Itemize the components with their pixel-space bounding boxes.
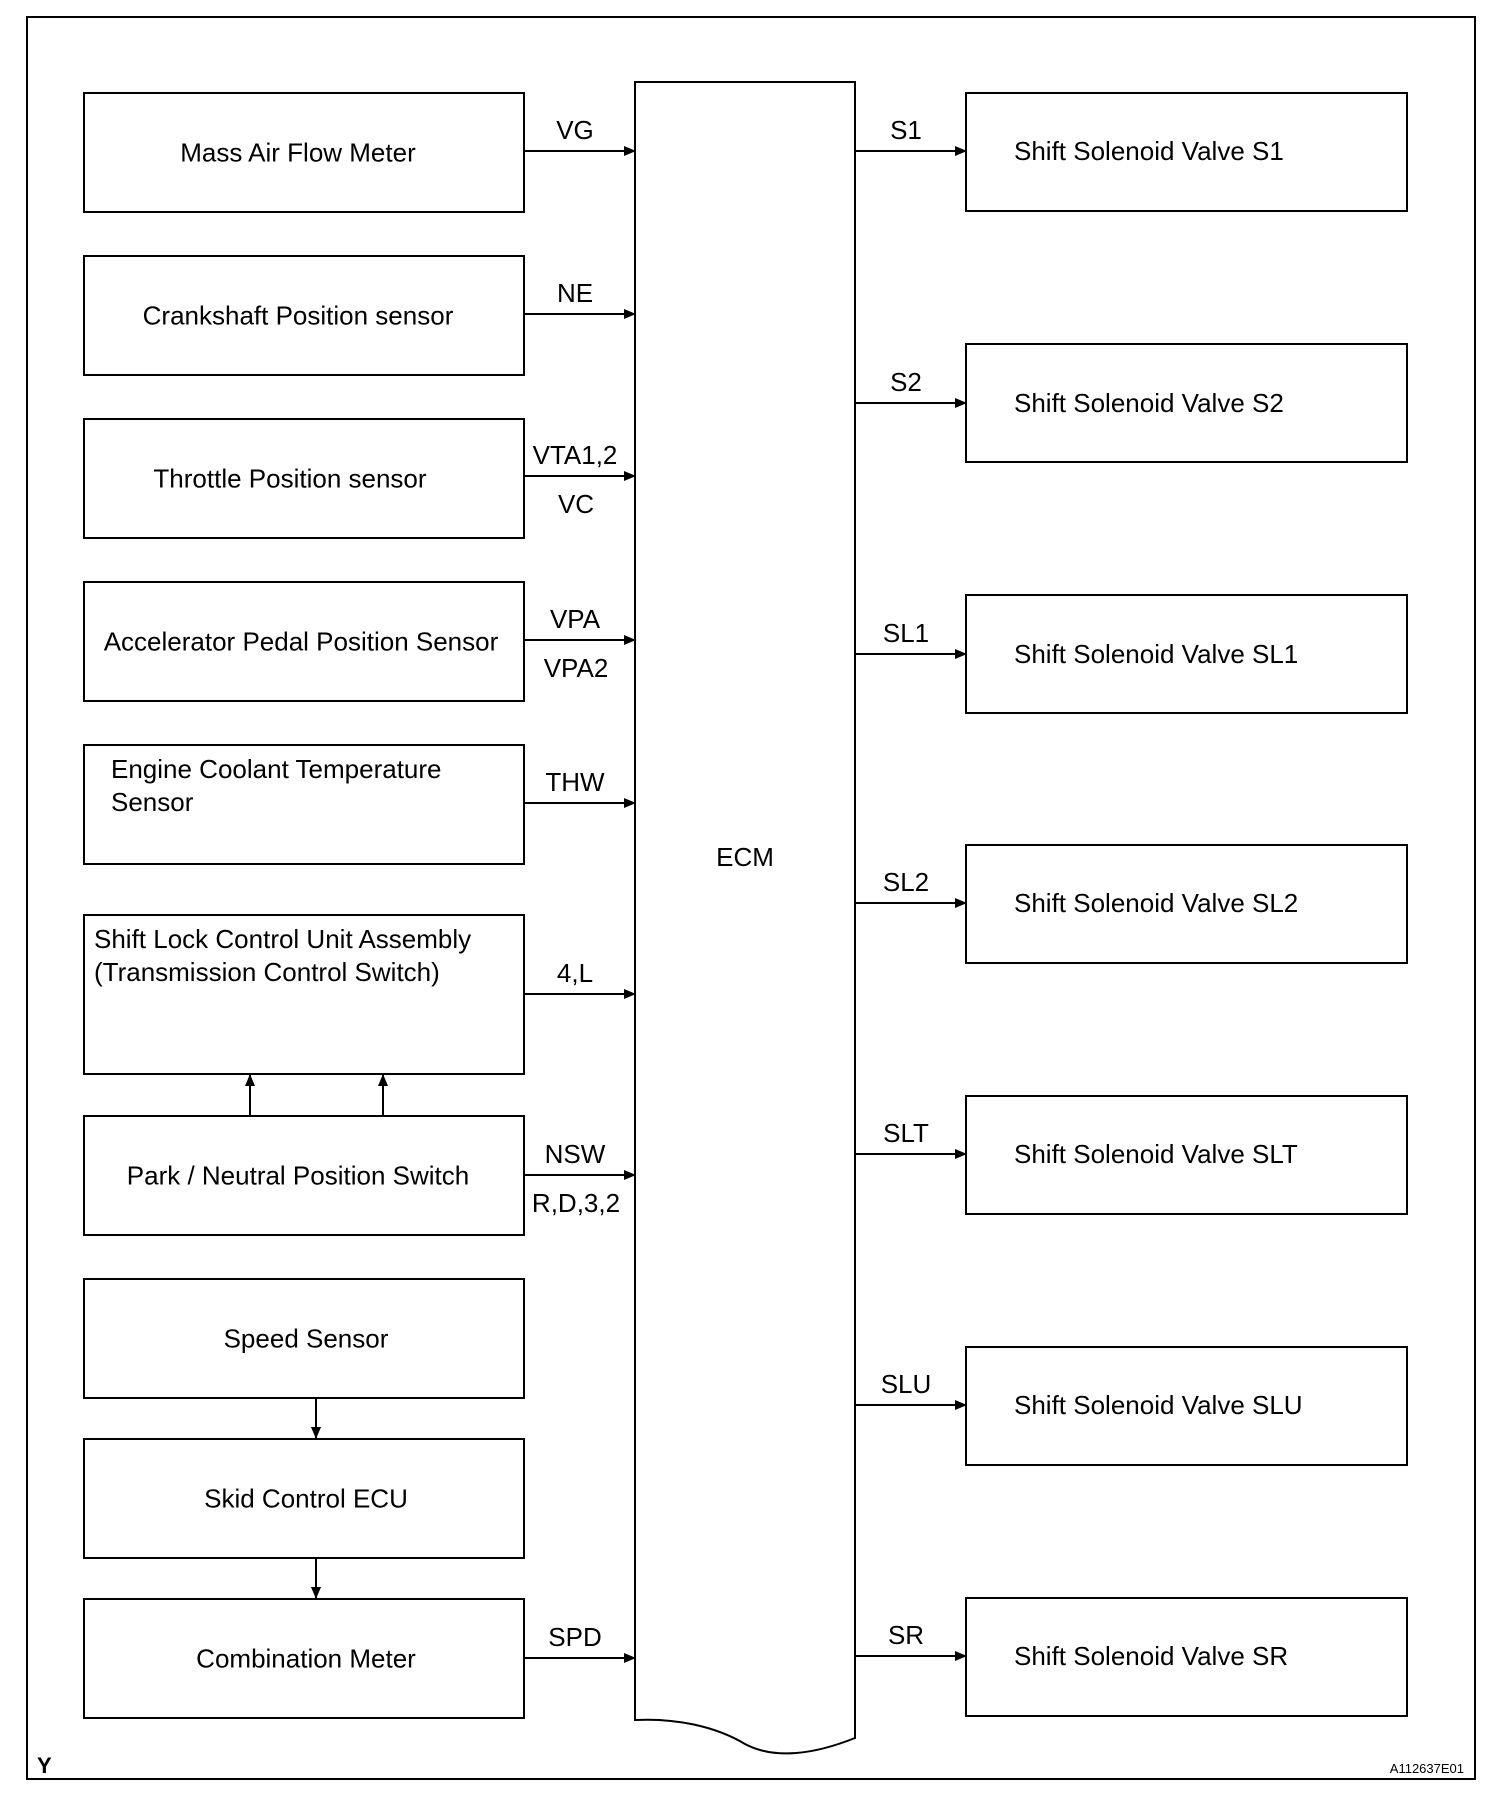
corner-mark: Y (37, 1753, 52, 1778)
input-box (83, 1278, 525, 1399)
signal-label: VG (556, 115, 594, 145)
input-device: Accelerator Pedal Position Sensor VPA VPA2 (83, 581, 636, 702)
solenoid-label: Shift Solenoid Valve S1 (1014, 136, 1284, 166)
solenoid-label: Shift Solenoid Valve SL2 (1014, 888, 1298, 918)
signal-label: 4,L (557, 958, 593, 988)
input-device: Crankshaft Position sensor NE (83, 255, 636, 376)
signal-label: SL2 (883, 867, 929, 897)
input-device: Speed Sensor (83, 1278, 525, 1399)
output-solenoid: Shift Solenoid Valve S1 S1 (855, 92, 1408, 212)
solenoid-label: Shift Solenoid Valve S2 (1014, 388, 1284, 418)
signal-label: VPA2 (544, 653, 609, 683)
input-box (83, 92, 525, 213)
output-solenoid: Shift Solenoid Valve SLT SLT (855, 1095, 1408, 1215)
ecm-block: ECM (634, 81, 856, 1755)
ecm-label: ECM (716, 842, 774, 872)
solenoid-label: Shift Solenoid Valve SLU (1014, 1390, 1303, 1420)
input-label: Accelerator Pedal Position Sensor (104, 627, 499, 657)
solenoid-label: Shift Solenoid Valve SL1 (1014, 639, 1298, 669)
input-label: (Transmission Control Switch) (94, 957, 440, 987)
signal-label: NSW (545, 1139, 606, 1169)
input-box (83, 581, 525, 702)
signal-label: SR (888, 1620, 924, 1650)
inter-device-links (245, 1074, 388, 1599)
signal-label: S2 (890, 367, 922, 397)
signal-label: R,D,3,2 (532, 1188, 620, 1218)
input-label: Skid Control ECU (204, 1484, 408, 1514)
signal-label: VTA1,2 (533, 440, 618, 470)
signal-label: THW (545, 767, 605, 797)
input-box (83, 744, 525, 865)
input-device: Mass Air Flow Meter VG (83, 92, 636, 213)
input-label: Engine Coolant Temperature (111, 754, 442, 784)
signal-label: NE (557, 278, 593, 308)
input-label: Speed Sensor (224, 1324, 389, 1354)
input-box (83, 418, 525, 539)
input-device: Shift Lock Control Unit Assembly(Transmi… (83, 914, 636, 1075)
output-solenoid: Shift Solenoid Valve SL1 SL1 (855, 594, 1408, 714)
input-box (83, 1438, 525, 1559)
signal-label: SPD (548, 1622, 601, 1652)
input-devices: Mass Air Flow Meter VG Crankshaft Position… (83, 92, 636, 1719)
ecm-outline (634, 81, 856, 1755)
input-label: Park / Neutral Position Switch (127, 1161, 469, 1191)
input-label: Crankshaft Position sensor (143, 301, 454, 331)
output-solenoid: Shift Solenoid Valve S2 S2 (855, 343, 1408, 463)
signal-label: SL1 (883, 618, 929, 648)
signal-label: SLT (883, 1118, 929, 1148)
signal-label: VC (558, 489, 594, 519)
input-label: Combination Meter (196, 1644, 416, 1674)
input-label: Mass Air Flow Meter (180, 138, 416, 168)
output-solenoid: Shift Solenoid Valve SLU SLU (855, 1346, 1408, 1466)
reference-code: A112637E01 (1390, 1761, 1464, 1776)
input-label: Throttle Position sensor (153, 464, 426, 494)
signal-label: S1 (890, 115, 922, 145)
input-label: Sensor (111, 787, 194, 817)
solenoid-label: Shift Solenoid Valve SR (1014, 1641, 1288, 1671)
outer-frame (26, 16, 1476, 1780)
output-solenoid: Shift Solenoid Valve SL2 SL2 (855, 844, 1408, 964)
input-device: Park / Neutral Position Switch NSW R,D,3,2 (83, 1115, 636, 1236)
signal-label: VPA (550, 604, 601, 634)
input-box (83, 255, 525, 376)
input-label: Shift Lock Control Unit Assembly (94, 924, 471, 954)
solenoid-label: Shift Solenoid Valve SLT (1014, 1139, 1298, 1169)
output-solenoid: Shift Solenoid Valve SR SR (855, 1597, 1408, 1717)
signal-label: SLU (881, 1369, 932, 1399)
input-device: Throttle Position sensor VTA1,2VC (83, 418, 636, 539)
input-device: Combination Meter SPD (83, 1598, 636, 1719)
input-device: Skid Control ECU (83, 1438, 525, 1559)
